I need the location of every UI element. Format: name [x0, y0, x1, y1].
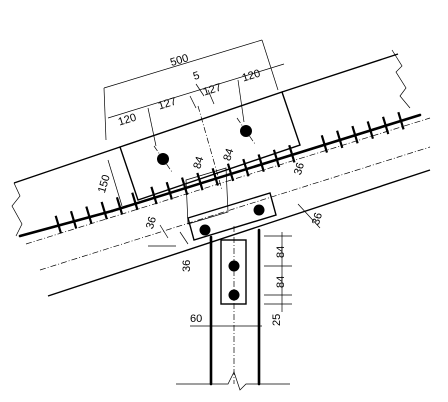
dim-84-col-bottom: 84 [275, 276, 287, 288]
dim-tick-5 [195, 83, 205, 97]
plate-centre-line [197, 105, 223, 191]
rafter-break-left [11, 182, 23, 237]
dim-5: 5 [192, 70, 201, 83]
column-member [176, 226, 290, 391]
ext-a [147, 107, 157, 147]
weld-leader-right [297, 203, 321, 229]
bolt-column-upper [228, 260, 240, 272]
stud-mark [196, 172, 204, 191]
bolt-axis-b [236, 117, 256, 145]
bolt-column-lower [228, 289, 240, 301]
stud-mark [381, 116, 390, 135]
dim-150: 150 [96, 173, 113, 194]
stud-marks [54, 111, 405, 234]
rafter-axis-lower [39, 146, 431, 271]
column-end-plate [220, 239, 247, 305]
lower-plate-outline [187, 192, 277, 241]
stud-mark [100, 201, 108, 220]
stud-mark [131, 192, 139, 211]
stud-mark [69, 210, 78, 229]
dim-84-a: 84 [191, 155, 206, 170]
dim-120-left: 120 [117, 112, 138, 129]
upper-plate-outline [119, 91, 301, 201]
rafter-top-line-right [281, 53, 399, 93]
rafter-member [11, 49, 431, 297]
weld-mark-b [159, 224, 169, 239]
dim-127-left: 127 [157, 96, 178, 113]
ext-left [103, 87, 107, 141]
rafter-axis [25, 117, 431, 245]
stud-mark [242, 158, 250, 177]
bolt-lower-right [253, 204, 265, 216]
weld-mark-a [179, 231, 189, 245]
stud-mark [366, 121, 374, 139]
dim-60: 60 [190, 313, 202, 325]
dim-36-right: 36 [310, 211, 325, 226]
dim-36-bottom: 36 [181, 260, 193, 272]
dim-36-left: 36 [144, 215, 159, 230]
rafter-break-right [391, 49, 411, 109]
stud-mark [320, 134, 329, 153]
dim-84-col-top: 84 [275, 246, 287, 258]
rafter-flange-right [110, 113, 422, 213]
dim-25: 25 [271, 314, 283, 326]
ext-b [189, 95, 197, 109]
bolt-lower-left [199, 224, 211, 236]
lower-splice-plate [159, 167, 277, 245]
stud-mark [150, 186, 158, 205]
dim-36-top: 36 [292, 161, 307, 176]
dim-84-b: 84 [221, 147, 236, 162]
stud-mark [211, 168, 219, 186]
ext-d [237, 79, 245, 123]
stud-mark [336, 130, 344, 149]
dim-500: 500 [169, 52, 190, 69]
stud-mark [257, 154, 265, 172]
dim-line-chain [107, 63, 285, 119]
stud-mark [351, 125, 359, 144]
ext-c [207, 89, 215, 105]
bolt-axis-a [153, 145, 173, 173]
stud-mark [272, 149, 281, 168]
upper-splice-plate [119, 91, 301, 201]
dim-127-right: 127 [202, 82, 223, 99]
stud-mark [165, 181, 173, 200]
dim-150-line [107, 159, 123, 207]
stud-mark [54, 215, 62, 234]
stud-mark [397, 111, 405, 130]
rafter-top-line-left [13, 146, 121, 184]
web-stiffener [185, 167, 229, 225]
dim-120-right: 120 [241, 68, 262, 85]
stud-mark [115, 196, 124, 215]
side-dimensions [107, 159, 321, 327]
column-break [176, 371, 290, 391]
ext-right [261, 39, 279, 91]
rafter-bottom-line [47, 169, 431, 297]
dim-line-500 [103, 39, 263, 89]
rafter-flange-left [18, 209, 114, 238]
top-dimensions [103, 39, 285, 147]
stud-mark [85, 206, 93, 225]
stud-mark [226, 163, 235, 182]
dimension-labels: 500 5 120 127 127 120 150 84 84 36 36 36… [96, 52, 325, 326]
